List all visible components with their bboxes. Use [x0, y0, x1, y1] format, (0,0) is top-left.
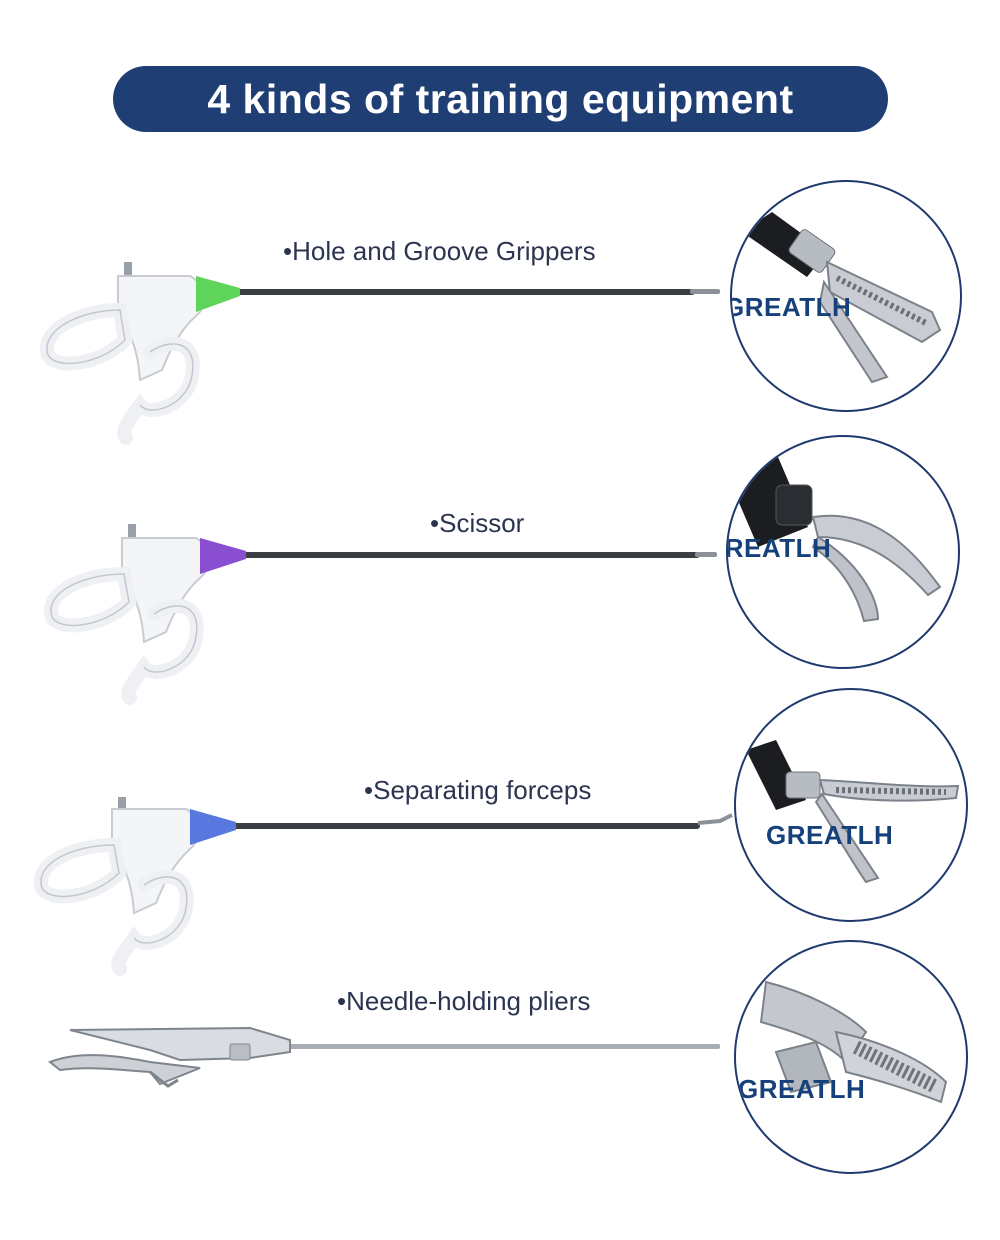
title-banner: 4 kinds of training equipment — [113, 66, 888, 132]
instrument-label-scissor: •Scissor — [430, 508, 525, 538]
separating-forceps-tip-zoom-circle: GREATLH — [734, 688, 968, 922]
curved-scissor-blade-icon — [728, 457, 942, 623]
instrument-label-needle-holding-pliers: •Needle-holding pliers — [337, 986, 591, 1016]
brand-watermark: GREATLH — [726, 533, 832, 563]
brand-watermark: GREATLH — [730, 292, 852, 322]
grippers-tip-zoom-circle: GREATLH — [730, 180, 962, 412]
scissor-tip-zoom-circle: GREATLH — [726, 435, 960, 669]
separating-forceps-instrument-image — [0, 775, 740, 1015]
instrument-label-grippers: •Hole and Groove Grippers — [283, 236, 596, 266]
brand-watermark: GREATLH — [738, 1074, 866, 1104]
scissor-instrument-image — [0, 500, 740, 740]
serrated-grasper-jaw-icon — [742, 212, 942, 384]
needle-holding-pliers-instrument-image — [0, 1000, 740, 1240]
grippers-instrument-image — [0, 240, 740, 480]
instrument-label-separating-forceps: •Separating forceps — [364, 775, 592, 805]
needle-holder-tip-zoom-circle: GREATLH — [734, 940, 968, 1174]
page-title: 4 kinds of training equipment — [207, 75, 794, 122]
curved-dissector-jaw-icon — [746, 740, 960, 884]
needle-holder-jaw-icon — [759, 980, 948, 1104]
brand-watermark: GREATLH — [766, 820, 894, 850]
